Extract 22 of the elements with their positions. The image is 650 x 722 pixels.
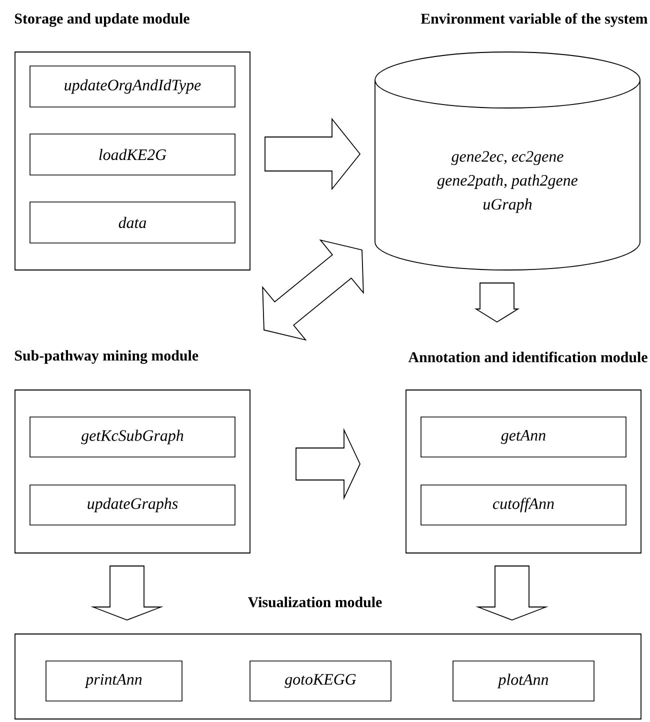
function-box: updateGraphs	[30, 484, 236, 526]
block-arrow	[262, 239, 364, 341]
function-box: gotoKEGG	[250, 660, 392, 702]
module-heading: Environment variable of the system	[420, 13, 648, 27]
block-arrow	[264, 118, 361, 190]
function-box: cutoffAnn	[420, 484, 626, 526]
function-box: data	[30, 202, 236, 244]
function-box: plotAnn	[452, 660, 594, 702]
function-box: loadKE2G	[30, 134, 236, 176]
function-box: getKcSubGraph	[30, 416, 236, 458]
block-arrow	[476, 566, 548, 620]
block-arrow	[474, 282, 520, 323]
function-box: getAnn	[420, 416, 626, 458]
block-arrow	[90, 566, 164, 620]
function-box: printAnn	[46, 660, 182, 702]
module-heading: Storage and update module	[15, 13, 190, 27]
module-heading: Sub-pathway mining module	[15, 350, 198, 364]
block-arrow	[296, 428, 360, 500]
cylinder-text: gene2ec, ec2gene gene2path, path2gene uGraph	[437, 151, 578, 213]
function-box: updateOrgAndIdType	[30, 66, 236, 108]
module-heading: Annotation and identification module	[408, 352, 648, 362]
module-heading: Visualization module	[248, 596, 382, 608]
